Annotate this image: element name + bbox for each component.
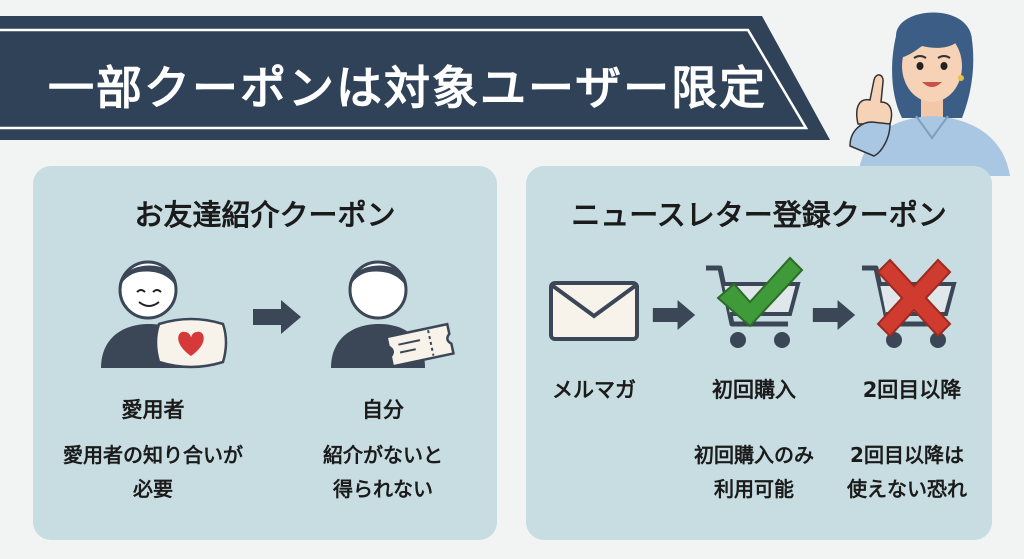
cross-icon <box>876 258 952 338</box>
step-label-newsletter: メルマガ <box>552 378 636 402</box>
ticket-icon <box>385 322 455 368</box>
step-desc-user: 愛用者の知り合いが 必要 <box>35 438 271 506</box>
step-desc-first-purchase: 初回購入のみ 利用可能 <box>674 438 834 506</box>
arrow-right-icon <box>812 300 856 330</box>
presenter-illustration <box>838 6 1024 176</box>
title-banner: 一部クーポンは対象ユーザー限定 <box>0 16 830 140</box>
envelope-icon <box>549 281 639 341</box>
step-desc-repeat-line1: 2回目以降は <box>850 443 964 467</box>
step-desc-user-line2: 必要 <box>133 477 173 501</box>
step-desc-repeat-purchase: 2回目以降は 使えない恐れ <box>832 438 982 506</box>
referral-coupon-title: お友達紹介クーポン <box>134 198 396 232</box>
newsletter-coupon-title: ニュースレター登録クーポン <box>571 198 947 232</box>
step-label-user: 愛用者 <box>121 398 185 422</box>
referral-coupon-panel: お友達紹介クーポン <box>33 166 497 540</box>
arrow-right-icon <box>652 300 696 330</box>
check-icon <box>716 256 804 328</box>
user-with-pillow-illustration <box>95 250 235 378</box>
person-icon <box>101 260 195 368</box>
step-label-first-purchase: 初回購入 <box>712 378 796 402</box>
step-desc-repeat-line2: 使えない恐れ <box>847 477 967 501</box>
repeat-purchase-cart <box>858 258 966 358</box>
newsletter-coupon-panel: ニュースレター登録クーポン <box>526 166 992 540</box>
step-desc-user-line1: 愛用者の知り合いが <box>63 443 243 467</box>
step-label-self: 自分 <box>362 398 404 422</box>
pillow-heart-icon <box>154 317 228 369</box>
step-desc-self: 紹介がないと 得られない <box>293 438 473 506</box>
step-desc-self-line1: 紹介がないと <box>323 443 443 467</box>
banner-shape <box>0 16 830 140</box>
self-with-ticket-illustration <box>329 250 459 378</box>
step-desc-self-line2: 得られない <box>333 477 433 501</box>
step-desc-first-line2: 利用可能 <box>714 477 794 501</box>
step-desc-first-line1: 初回購入のみ <box>694 443 814 467</box>
step-label-repeat-purchase: 2回目以降 <box>862 378 962 402</box>
first-purchase-cart <box>702 256 806 358</box>
page-title: 一部クーポンは対象ユーザー限定 <box>48 61 768 115</box>
arrow-right-icon <box>253 300 301 334</box>
